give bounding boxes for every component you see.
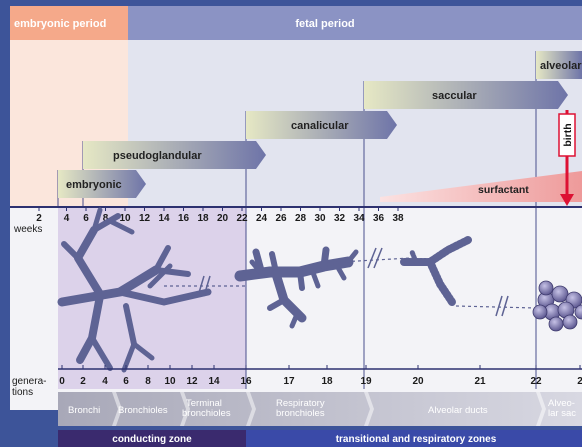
structures-band-separators xyxy=(112,392,546,426)
generation-tick-20: 20 xyxy=(412,376,424,387)
weeks-label: weeks xyxy=(13,224,42,235)
structure-respiratory-bronchioles-2: bronchioles xyxy=(276,408,325,419)
structure-terminal-bronchioles-1: Terminal xyxy=(186,398,222,409)
structure-labels: Bronchi Bronchioles Terminal bronchioles… xyxy=(68,398,576,419)
weeks-tick-36: 36 xyxy=(373,213,385,224)
generations-label-line1: genera- xyxy=(12,376,46,387)
weeks-tick-8: 8 xyxy=(103,213,109,224)
generation-tick-4: 4 xyxy=(102,376,108,387)
generation-tick-17: 17 xyxy=(283,376,295,387)
structure-alveolar-sac-2: lar sac xyxy=(548,408,576,419)
generation-tick-22: 22 xyxy=(530,376,542,387)
weeks-tick-38: 38 xyxy=(392,213,404,224)
stage-arrow-saccular xyxy=(364,81,568,109)
generation-tick-2: 2 xyxy=(577,376,582,387)
structure-bronchioles: Bronchioles xyxy=(118,405,168,416)
surfactant-wedge xyxy=(380,171,582,202)
weeks-tick-2: 2 xyxy=(36,213,42,224)
structure-terminal-bronchioles-2: bronchioles xyxy=(182,408,231,419)
stage-label-canalicular: canalicular xyxy=(291,120,349,132)
generations-label-line2: tions xyxy=(12,387,33,398)
embryonic-period-label: embryonic period xyxy=(14,18,106,30)
weeks-tick-22: 22 xyxy=(236,213,248,224)
transitional-zone-band xyxy=(246,430,582,447)
weeks-tick-28: 28 xyxy=(295,213,307,224)
generation-tick-18: 18 xyxy=(321,376,333,387)
structure-alveolar-sac-1: Alveo- xyxy=(548,398,575,409)
structure-respiratory-bronchioles-1: Respiratory xyxy=(276,398,325,409)
bronchial-tree xyxy=(57,207,212,373)
weeks-tick-10: 10 xyxy=(119,213,131,224)
stage-label-embryonic: embryonic xyxy=(66,179,122,191)
weeks-tick-4: 4 xyxy=(64,213,70,224)
generation-tick-6: 6 xyxy=(123,376,129,387)
weeks-tick-14: 14 xyxy=(158,213,170,224)
stage-arrow-canalicular xyxy=(246,111,397,139)
stage-arrow-embryonic xyxy=(58,170,146,198)
tree-break-mark xyxy=(197,275,211,297)
stage-arrows: embryonic pseudoglandular canalicular sa… xyxy=(58,51,582,198)
generation-tick-8: 8 xyxy=(145,376,151,387)
generation-tick-2: 2 xyxy=(80,376,86,387)
saccular-break-mark xyxy=(495,295,509,317)
structure-alveolar-ducts: Alveolar ducts xyxy=(428,405,488,416)
stage-label-alveolar: alveolar xyxy=(540,60,582,72)
generation-tick-14: 14 xyxy=(208,376,220,387)
generation-tick-21: 21 xyxy=(474,376,486,387)
weeks-tick-34: 34 xyxy=(353,213,365,224)
weeks-tick-20: 20 xyxy=(217,213,229,224)
weeks-tick-6: 6 xyxy=(83,213,89,224)
weeks-tick-18: 18 xyxy=(197,213,209,224)
fetal-period-label: fetal period xyxy=(295,18,354,30)
generation-tick-0: 0 xyxy=(59,376,65,387)
structure-bronchi: Bronchi xyxy=(68,405,100,416)
saccular-structure xyxy=(400,236,472,306)
birth-label: birth xyxy=(562,123,574,146)
generation-tick-10: 10 xyxy=(164,376,176,387)
stage-arrow-pseudoglandular xyxy=(83,141,266,169)
embryonic-period-band xyxy=(10,6,128,40)
conducting-zone-band xyxy=(58,430,246,447)
structures-band xyxy=(58,392,582,426)
canalicular-structure xyxy=(234,246,359,329)
weeks-tick-30: 30 xyxy=(314,213,326,224)
stage-label-pseudoglandular: pseudoglandular xyxy=(113,150,202,162)
generation-tick-12: 12 xyxy=(186,376,198,387)
weeks-tick-26: 26 xyxy=(275,213,287,224)
generation-tick-16: 16 xyxy=(240,376,252,387)
canalicular-break-mark xyxy=(367,247,383,269)
weeks-tick-12: 12 xyxy=(139,213,151,224)
weeks-tick-32: 32 xyxy=(334,213,346,224)
transitional-zone-label: transitional and respiratory zones xyxy=(336,434,497,445)
weeks-tick-16: 16 xyxy=(178,213,190,224)
saccular-dashes xyxy=(455,305,537,309)
stage-arrow-alveolar xyxy=(536,51,582,79)
generation-tick-19: 19 xyxy=(360,376,372,387)
fetal-period-band xyxy=(128,6,582,40)
surfactant-label: surfactant xyxy=(478,184,529,196)
stage-label-saccular: saccular xyxy=(432,90,477,102)
conducting-zone-label: conducting zone xyxy=(112,434,192,445)
alveolar-sac-cluster xyxy=(532,280,582,332)
birth-label-box xyxy=(558,113,576,157)
birth-arrowhead xyxy=(560,194,574,206)
weeks-tick-24: 24 xyxy=(256,213,268,224)
